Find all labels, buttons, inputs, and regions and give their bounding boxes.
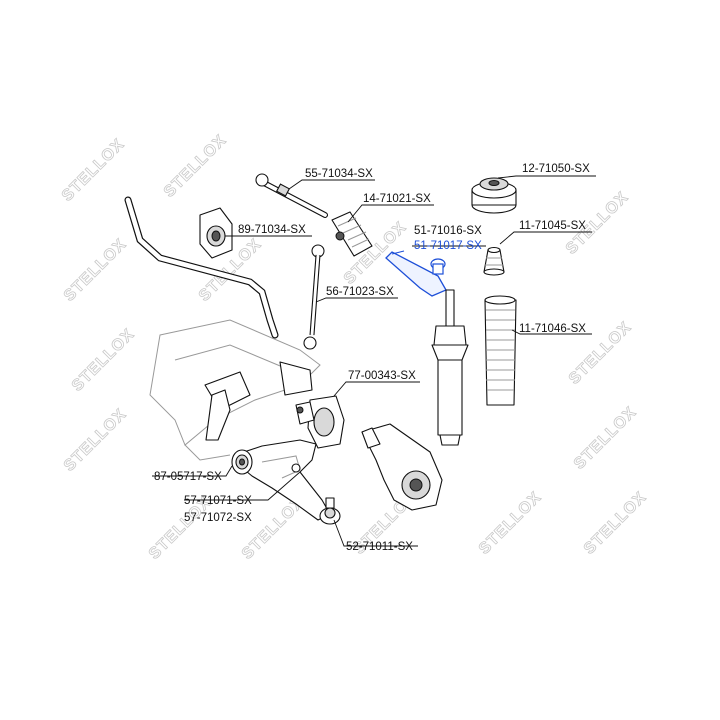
- steering-boot: [331, 211, 373, 257]
- ball-joint: [319, 497, 341, 525]
- label-51-71016: 51-71016-SX: [414, 225, 482, 237]
- steering-knuckle: [361, 423, 443, 511]
- watermark-text: STELLOX: [161, 132, 230, 201]
- tie-rod-end-highlighted: [385, 251, 447, 297]
- bump-stop: [483, 246, 505, 276]
- label-57-71072: 57-71072-SX: [184, 512, 252, 524]
- label-57-71071: 57-71071-SX: [184, 495, 252, 507]
- shock-absorber: [431, 289, 469, 446]
- dust-boot: [484, 295, 517, 406]
- control-arm: [239, 439, 331, 521]
- watermark-text: STELLOX: [69, 326, 138, 395]
- control-arm-front-bushing: [231, 449, 253, 475]
- watermark-text: STELLOX: [59, 136, 128, 205]
- control-arm-rear-bushing: [295, 395, 345, 449]
- watermark-text: STELLOX: [61, 236, 130, 305]
- inner-tie-rod: [255, 173, 328, 218]
- label-52-71011: 52-71011-SX: [346, 541, 413, 553]
- watermark-text: STELLOX: [61, 406, 130, 475]
- stabilizer-link: [303, 244, 325, 350]
- part-labels: 12-71050-SX 55-71034-SX 14-71021-SX 11-7…: [154, 163, 590, 553]
- label-14-71021: 14-71021-SX: [363, 193, 431, 205]
- label-11-71045: 11-71045-SX: [519, 220, 586, 232]
- label-87-05717: 87-05717-SX: [154, 471, 222, 483]
- stabilizer-bushing: [199, 207, 233, 259]
- watermark-text: STELLOX: [571, 404, 640, 473]
- label-77-00343: 77-00343-SX: [348, 370, 416, 382]
- subframe: [149, 319, 321, 461]
- watermark-text: STELLOX: [581, 489, 650, 558]
- label-12-71050: 12-71050-SX: [522, 163, 590, 175]
- label-89-71034: 89-71034-SX: [238, 224, 306, 236]
- stabilizer-bar: [124, 196, 279, 339]
- label-11-71046: 11-71046-SX: [519, 323, 586, 335]
- leader-lines: [152, 175, 596, 547]
- watermark-text: STELLOX: [476, 489, 545, 558]
- label-51-71017: 51-71017-SX: [414, 240, 482, 252]
- strut-mount: [471, 177, 517, 214]
- label-56-71023: 56-71023-SX: [326, 286, 394, 298]
- watermark-layer: STELLOX STELLOX STELLOX STELLOX STELLOX …: [58, 131, 650, 563]
- label-55-71034: 55-71034-SX: [305, 168, 373, 180]
